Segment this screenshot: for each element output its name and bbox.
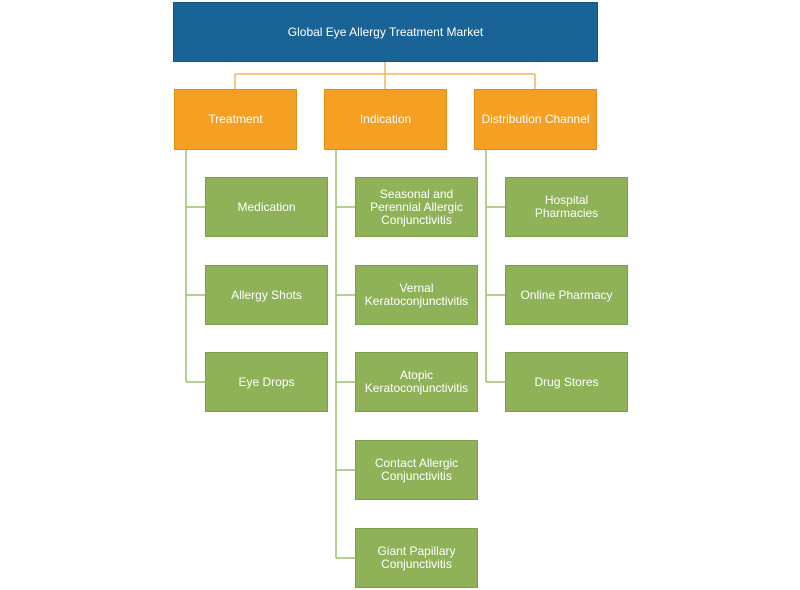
- category-label: Distribution Channel: [481, 112, 590, 126]
- leaf-label: Medication: [237, 199, 296, 214]
- leaf-medication: Medication: [205, 177, 328, 237]
- leaf-label: Vernal Keratoconjunctivitis: [364, 281, 469, 308]
- leaf-seasonal-perennial-allergic-conjunctivitis: Seasonal and Perennial Allergic Conjunct…: [355, 177, 478, 237]
- leaf-label: Hospital Pharmacies: [534, 193, 599, 220]
- category-treatment: Treatment: [174, 89, 297, 150]
- category-indication: Indication: [324, 89, 447, 150]
- leaf-label: Eye Drops: [238, 374, 295, 389]
- leaf-label: Contact Allergic Conjunctivitis: [374, 456, 459, 483]
- category-label: Treatment: [208, 112, 263, 126]
- leaf-label: Online Pharmacy: [520, 287, 613, 302]
- leaf-giant-papillary-conjunctivitis: Giant Papillary Conjunctivitis: [355, 528, 478, 588]
- leaf-label: Allergy Shots: [231, 287, 302, 302]
- leaf-contact-allergic-conjunctivitis: Contact Allergic Conjunctivitis: [355, 440, 478, 500]
- leaf-label: Drug Stores: [534, 374, 599, 389]
- category-distribution-channel: Distribution Channel: [474, 89, 597, 150]
- root-node-label: Global Eye Allergy Treatment Market: [287, 24, 484, 39]
- leaf-online-pharmacy: Online Pharmacy: [505, 265, 628, 325]
- root-node: Global Eye Allergy Treatment Market: [173, 2, 598, 62]
- leaf-label: Seasonal and Perennial Allergic Conjunct…: [370, 186, 463, 227]
- leaf-vernal-keratoconjunctivitis: Vernal Keratoconjunctivitis: [355, 265, 478, 325]
- leaf-drug-stores: Drug Stores: [505, 352, 628, 412]
- leaf-label: Giant Papillary Conjunctivitis: [377, 544, 456, 571]
- leaf-allergy-shots: Allergy Shots: [205, 265, 328, 325]
- leaf-atopic-keratoconjunctivitis: Atopic Keratoconjunctivitis: [355, 352, 478, 412]
- leaf-eye-drops: Eye Drops: [205, 352, 328, 412]
- leaf-hospital-pharmacies: Hospital Pharmacies: [505, 177, 628, 237]
- leaf-label: Atopic Keratoconjunctivitis: [364, 368, 469, 395]
- category-label: Indication: [359, 112, 412, 126]
